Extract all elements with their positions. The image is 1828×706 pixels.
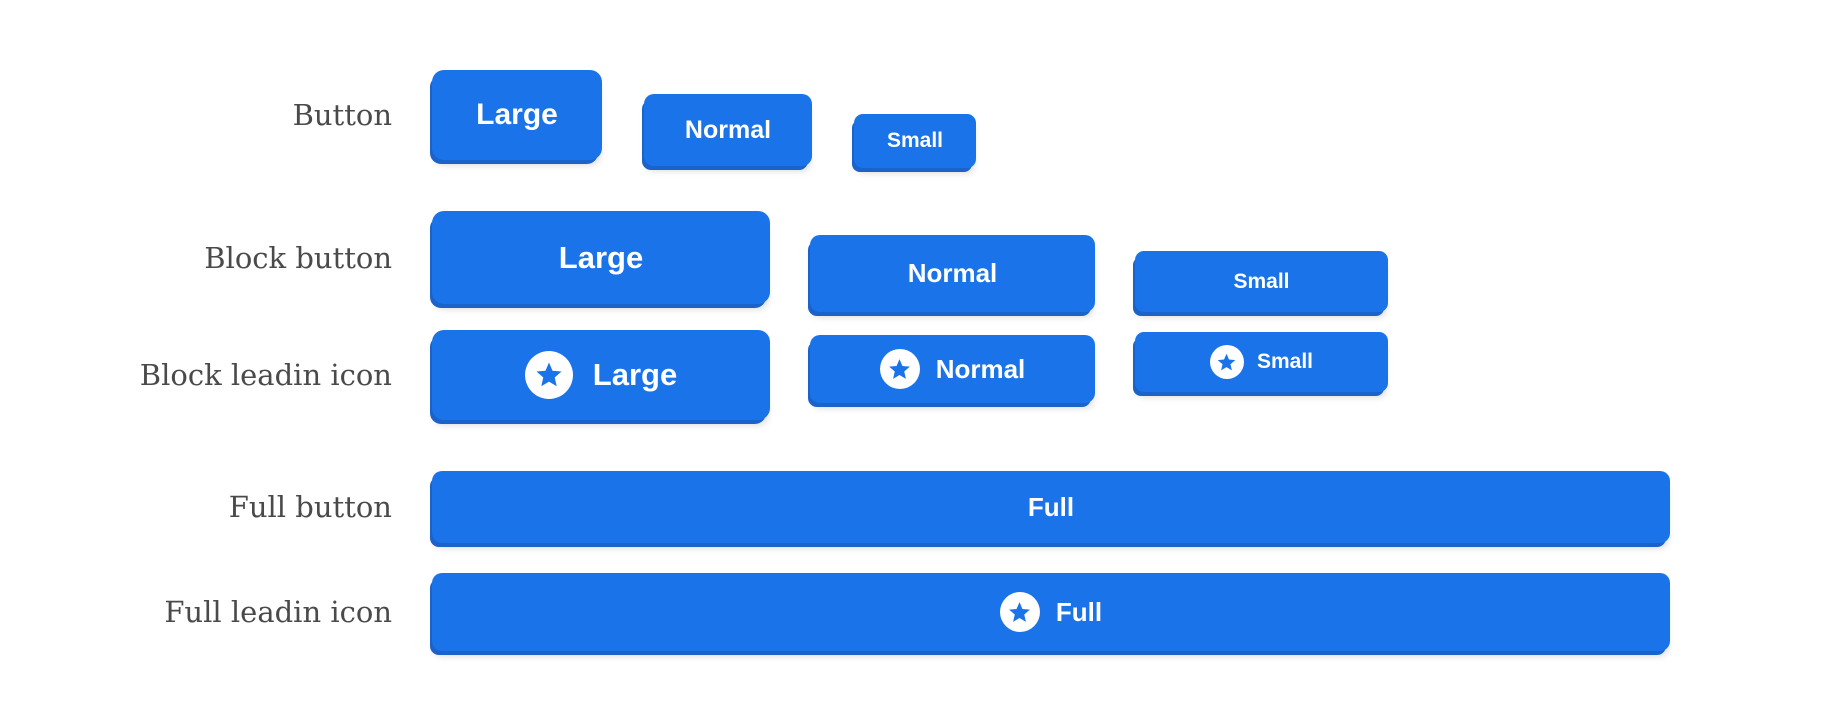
row-full-button: Full button Full <box>0 471 1828 543</box>
button-label: Normal <box>684 115 772 144</box>
row-label-block-leadin-icon: Block leadin icon <box>139 358 392 392</box>
block-button-small[interactable]: Small <box>1135 251 1388 312</box>
button-large[interactable]: Large <box>432 70 602 160</box>
button-label: Small <box>1233 269 1290 293</box>
button-label: Small <box>1256 350 1314 373</box>
row-block-button: Block button Large Normal Small <box>0 211 1828 312</box>
button-label: Large <box>476 98 558 131</box>
block-button-normal[interactable]: Normal <box>810 235 1095 312</box>
row-label-block-button: Block button <box>204 240 392 275</box>
button-small[interactable]: Small <box>854 114 976 168</box>
full-leadin-button[interactable]: Full <box>432 573 1670 651</box>
button-label: Large <box>592 357 678 392</box>
star-in-circle-icon <box>524 351 573 399</box>
full-button[interactable]: Full <box>432 471 1670 543</box>
block-leadin-button-small[interactable]: Small <box>1135 332 1388 392</box>
button-label: Full <box>1027 491 1075 522</box>
button-label: Normal <box>935 353 1026 384</box>
row-button: Button Large Normal Small <box>0 70 1828 168</box>
row-block-leadin-icon: Block leadin icon Large Normal Small <box>0 330 1828 420</box>
star-in-circle-icon <box>879 349 920 389</box>
block-leadin-button-normal[interactable]: Normal <box>810 335 1095 403</box>
row-full-leadin-icon: Full leadin icon Full <box>0 573 1828 651</box>
row-label-button: Button <box>292 98 392 132</box>
block-leadin-button-large[interactable]: Large <box>432 330 770 420</box>
button-label: Normal <box>907 258 998 288</box>
button-label: Small <box>886 129 944 152</box>
button-normal[interactable]: Normal <box>644 94 812 166</box>
block-button-large[interactable]: Large <box>432 211 770 304</box>
star-in-circle-icon <box>1209 345 1244 379</box>
row-label-full-button: Full button <box>228 490 392 524</box>
button-label: Full <box>1055 596 1103 627</box>
row-label-full-leadin-icon: Full leadin icon <box>164 595 392 629</box>
button-label: Large <box>558 239 644 275</box>
star-in-circle-icon <box>999 592 1040 632</box>
